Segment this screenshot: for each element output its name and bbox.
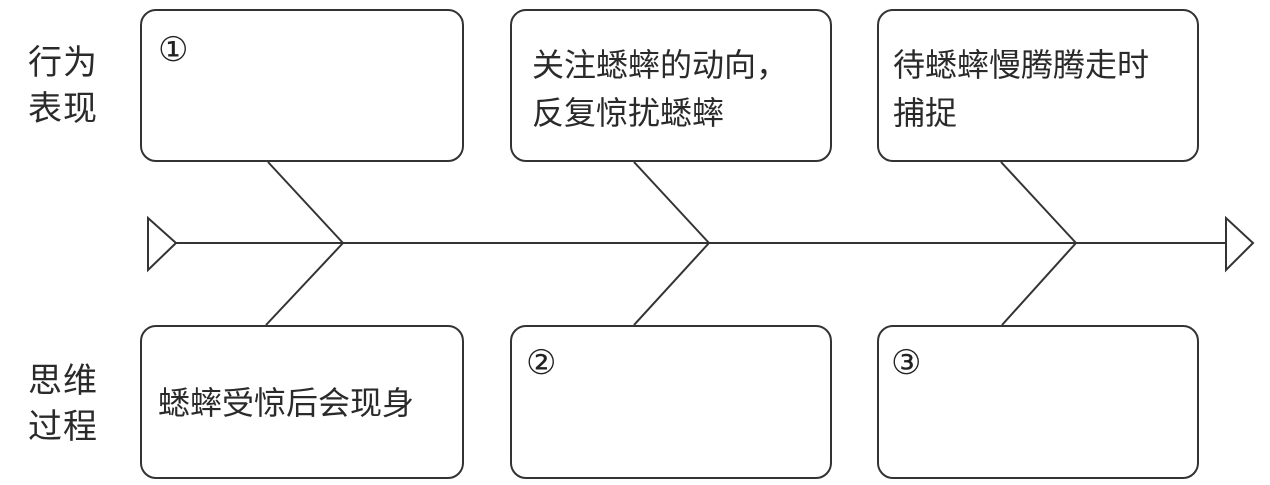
circled-number-2: ② <box>526 343 557 383</box>
bottom-box-2: ② <box>510 325 832 479</box>
bone-bottom-2 <box>633 242 710 326</box>
row-label-behavior-line-1: 行为 <box>28 43 98 83</box>
spine-arrow-head <box>1225 215 1255 273</box>
bone-top-2 <box>633 161 710 244</box>
top-box-1: ① <box>140 9 464 162</box>
top-box-3-line-1: 待蟋蟀慢腾腾走时 <box>893 46 1150 84</box>
row-label-thinking-line-1: 思维 <box>28 361 98 401</box>
bottom-box-1: 蟋蟀受惊后会现身 <box>140 325 464 479</box>
circled-number-1: ① <box>158 30 189 70</box>
top-box-3: 待蟋蟀慢腾腾走时 捕捉 <box>877 9 1199 162</box>
bone-bottom-1 <box>265 242 344 326</box>
row-label-behavior: 行为 表现 <box>18 40 108 132</box>
bottom-box-1-line-1: 蟋蟀受惊后会现身 <box>158 384 415 422</box>
top-box-2-line-1: 关注蟋蟀的动向， <box>532 46 789 84</box>
bottom-box-3: ③ <box>877 325 1199 479</box>
bone-top-3 <box>1000 161 1077 244</box>
top-box-3-text: 待蟋蟀慢腾腾走时 捕捉 <box>893 41 1149 137</box>
top-box-2-line-2: 反复惊扰蟋蟀 <box>532 94 725 132</box>
row-label-thinking: 思维 过程 <box>18 358 108 450</box>
bone-top-1 <box>267 161 344 244</box>
top-box-2-text: 关注蟋蟀的动向， 反复惊扰蟋蟀 <box>532 41 788 137</box>
row-label-behavior-line-2: 表现 <box>28 89 98 129</box>
bone-bottom-3 <box>1001 242 1077 326</box>
top-box-2: 关注蟋蟀的动向， 反复惊扰蟋蟀 <box>510 9 832 162</box>
top-box-3-line-2: 捕捉 <box>893 94 958 132</box>
spine-tail <box>147 215 178 273</box>
bottom-box-1-text: 蟋蟀受惊后会现身 <box>158 379 414 427</box>
row-label-thinking-line-2: 过程 <box>28 407 98 447</box>
circled-number-3: ③ <box>891 343 922 383</box>
